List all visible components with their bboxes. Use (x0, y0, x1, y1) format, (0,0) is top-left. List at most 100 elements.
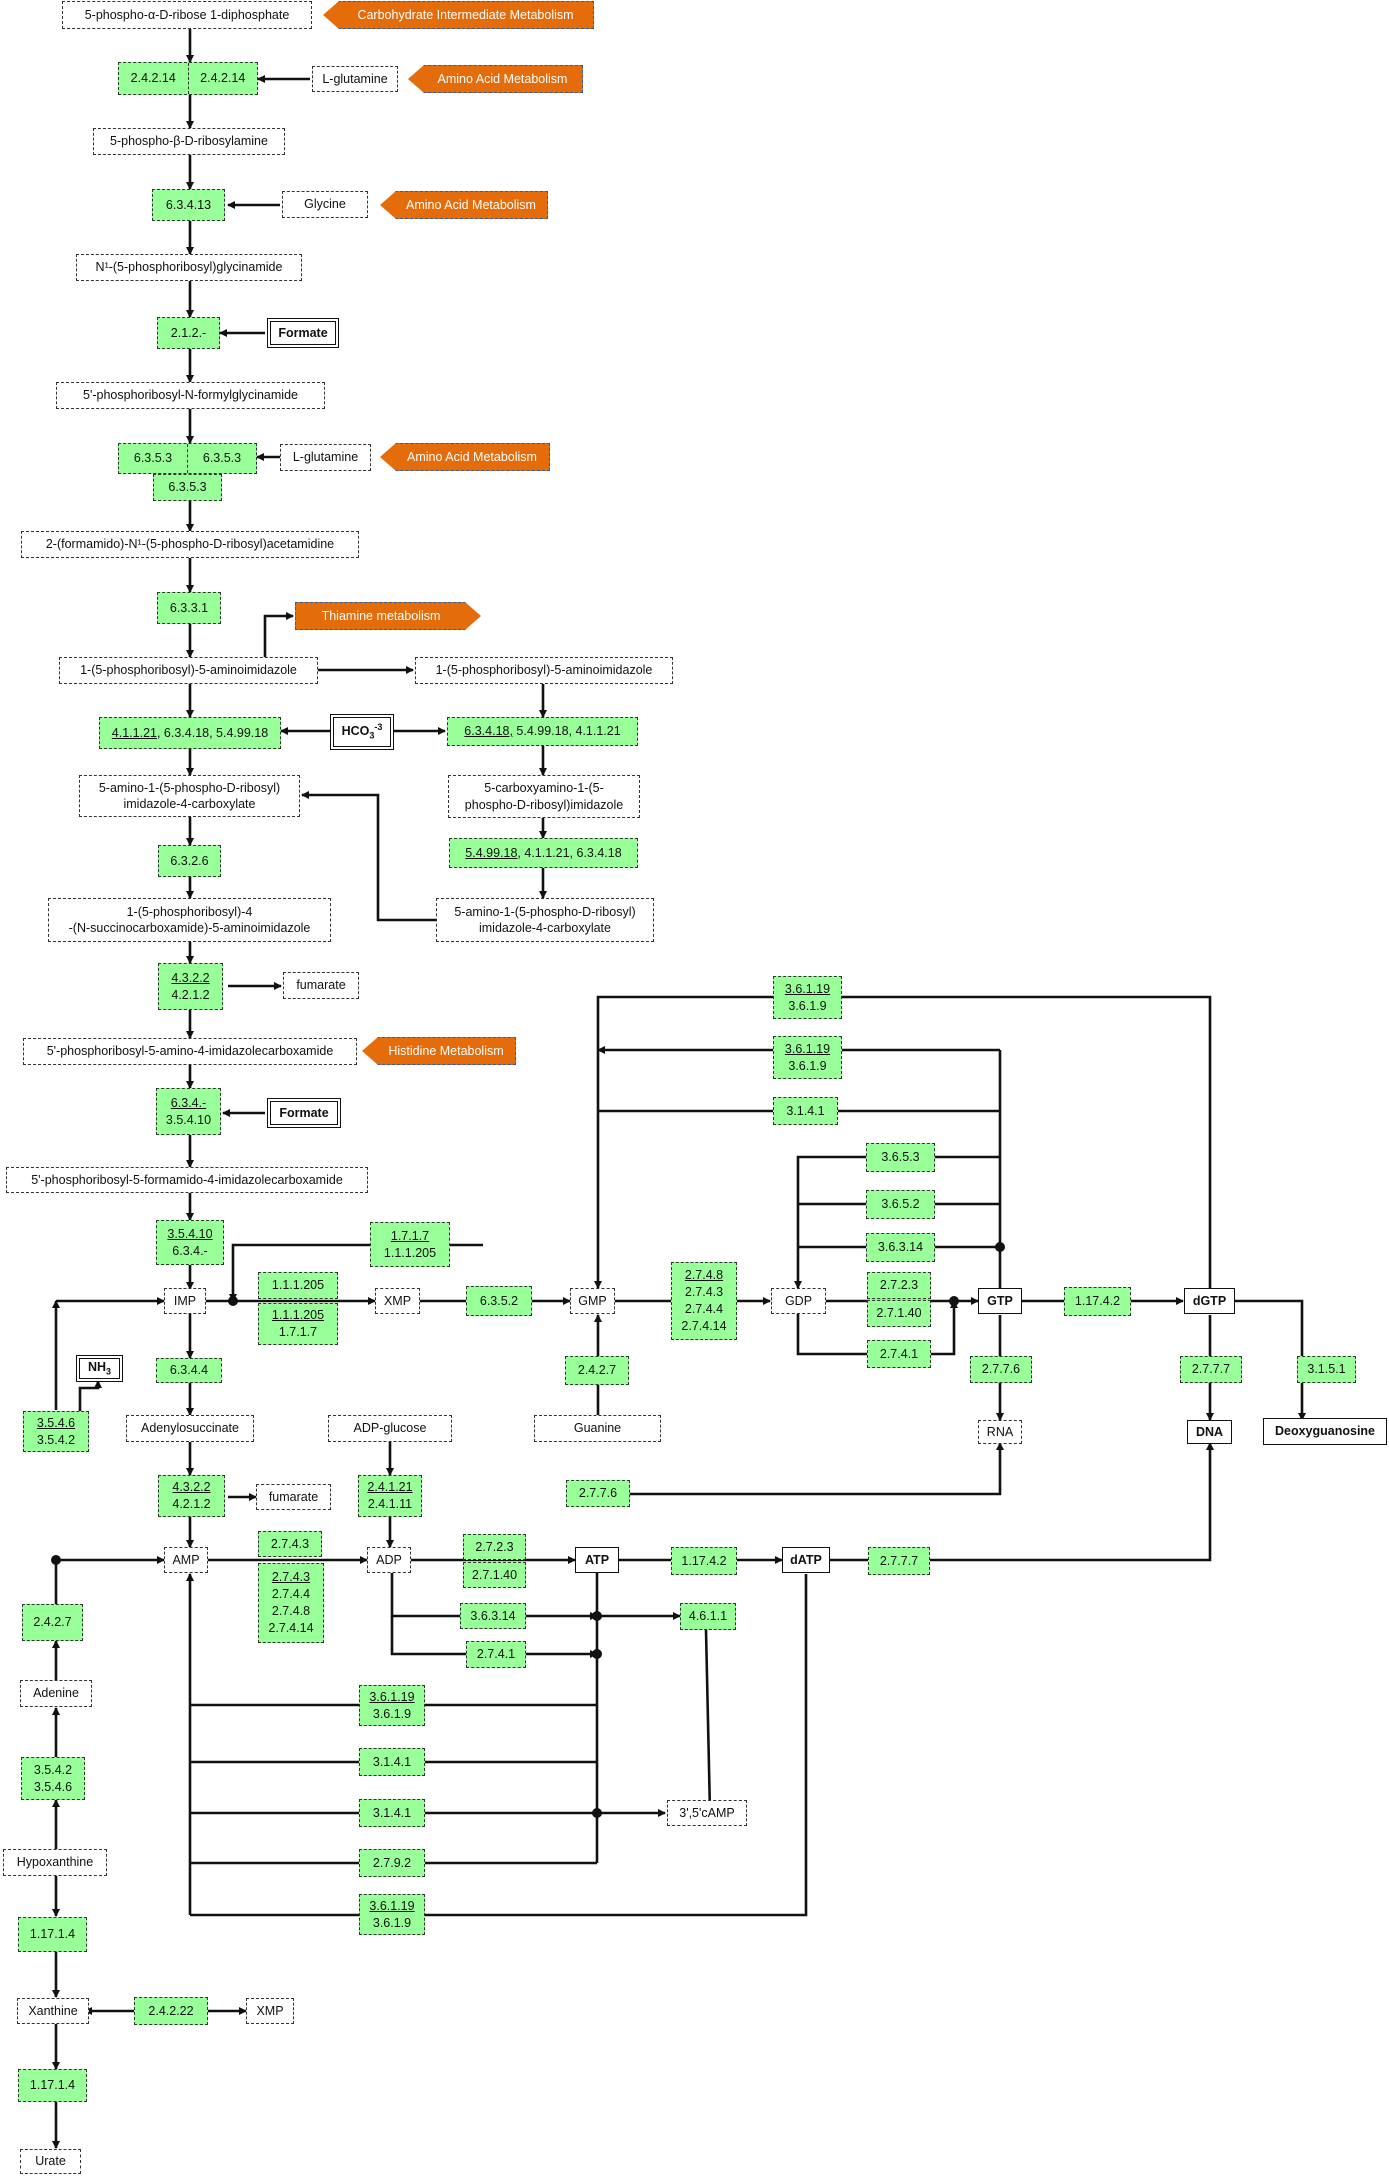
metabolite-aicar[interactable]: 5'-phosphoribosyl-5-amino-4-imidazolecar… (23, 1038, 357, 1065)
map-link-thiamine[interactable]: Thiamine metabolism (295, 602, 481, 630)
enzyme-2.7.7.6-b[interactable]: 2.7.7.6 (566, 1480, 630, 1507)
enzyme-2.7.4.1-a[interactable]: 2.7.4.1 (867, 1340, 931, 1368)
metabolite-hco3[interactable]: HCO3-3 (330, 714, 394, 750)
enzyme-6.3.3.1[interactable]: 6.3.3.1 (157, 592, 221, 624)
metabolite-l-glutamine-2[interactable]: L-glutamine (280, 444, 371, 471)
enzyme-3.6.3.14-a[interactable]: 3.6.3.14 (866, 1233, 935, 1262)
metabolite-dna[interactable]: DNA (1187, 1420, 1232, 1444)
metabolite-fumarate-1[interactable]: fumarate (283, 972, 359, 999)
metabolite-adp-glucose[interactable]: ADP-glucose (328, 1415, 452, 1442)
enzyme-3.6.5.2[interactable]: 3.6.5.2 (866, 1190, 935, 1219)
metabolite-imp[interactable]: IMP (164, 1288, 206, 1314)
enzyme-4.6.1.1[interactable]: 4.6.1.1 (680, 1603, 736, 1630)
metabolite-glycine[interactable]: Glycine (282, 191, 368, 218)
enzyme-6.3.5.2[interactable]: 6.3.5.2 (466, 1286, 532, 1316)
enzyme-carboxylase-right[interactable]: 6.3.4.18, 5.4.99.18, 4.1.1.21 (447, 717, 638, 746)
enzyme-6.3.5.3-c[interactable]: 6.3.5.3 (153, 474, 222, 501)
metabolite-gar[interactable]: N¹-(5-phosphoribosyl)glycinamide (76, 254, 302, 281)
metabolite-saicar[interactable]: 1-(5-phosphoribosyl)-4-(N-succinocarboxa… (48, 898, 331, 942)
metabolite-air-left[interactable]: 1-(5-phosphoribosyl)-5-aminoimidazole (59, 657, 318, 684)
enzyme-3.1.4.1-c[interactable]: 3.1.4.1 (359, 1799, 425, 1827)
enzyme-2.4.2.7-a[interactable]: 2.4.2.7 (565, 1356, 629, 1385)
enzyme-6.3.2.6[interactable]: 6.3.2.6 (158, 845, 221, 877)
metabolite-air-right[interactable]: 1-(5-phosphoribosyl)-5-aminoimidazole (415, 657, 673, 684)
metabolite-prpa[interactable]: 5-phospho-β-D-ribosylamine (93, 128, 285, 155)
map-link-carbohydrate[interactable]: Carbohydrate Intermediate Metabolism (323, 1, 594, 29)
enzyme-2.7.9.2[interactable]: 2.7.9.2 (359, 1849, 425, 1877)
metabolite-l-glutamine-1[interactable]: L-glutamine (312, 66, 398, 92)
metabolite-cair-right[interactable]: 5-amino-1-(5-phospho-D-ribosyl)imidazole… (436, 898, 654, 942)
metabolite-fumarate-2[interactable]: fumarate (256, 1484, 331, 1510)
enzyme-6.3.4.13[interactable]: 6.3.4.13 (152, 189, 225, 221)
enzyme-2.4.2.22[interactable]: 2.4.2.22 (134, 1997, 208, 2025)
metabolite-atp[interactable]: ATP (575, 1547, 619, 1573)
enzyme-2.7.1.40-b[interactable]: 2.7.1.40 (463, 1562, 526, 1588)
enzyme-1.17.4.2-a[interactable]: 1.17.4.2 (1064, 1287, 1131, 1316)
enzyme-2.7.2.3-a[interactable]: 2.7.2.3 (867, 1272, 931, 1299)
metabolite-faicar[interactable]: 5'-phosphoribosyl-5-formamido-4-imidazol… (6, 1167, 368, 1193)
map-link-amino-acid-3[interactable]: Amino Acid Metabolism (380, 443, 550, 471)
enzyme-2.4.2.7-b[interactable]: 2.4.2.7 (22, 1604, 83, 1641)
metabolite-amp[interactable]: AMP (164, 1547, 208, 1573)
metabolite-adp[interactable]: ADP (367, 1547, 411, 1573)
enzyme-2.7.4.3-a[interactable]: 2.7.4.3 (258, 1531, 322, 1557)
metabolite-guanine[interactable]: Guanine (534, 1415, 661, 1442)
metabolite-datp[interactable]: dATP (782, 1547, 830, 1573)
enzyme-1.1.1.205-b[interactable]: 1.1.1.205 (258, 1272, 338, 1299)
map-link-histidine[interactable]: Histidine Metabolism (362, 1037, 516, 1065)
enzyme-1.17.4.2-b[interactable]: 1.17.4.2 (671, 1547, 737, 1575)
metabolite-nh3[interactable]: NH3 (76, 1355, 123, 1382)
enzyme-2.7.7.7-b[interactable]: 2.7.7.7 (868, 1547, 930, 1575)
enzyme-mutase[interactable]: 5.4.99.18, 4.1.1.21, 6.3.4.18 (449, 838, 638, 868)
metabolite-deoxyguanosine[interactable]: Deoxyguanosine (1263, 1418, 1387, 1445)
metabolite-urate[interactable]: Urate (20, 2149, 81, 2174)
enzyme-2.7.7.6-a[interactable]: 2.7.7.6 (970, 1356, 1032, 1383)
enzyme-3.6.5.3[interactable]: 3.6.5.3 (866, 1143, 935, 1172)
metabolite-camp[interactable]: 3',5'cAMP (667, 1800, 747, 1826)
enzyme-1.17.1.4-a[interactable]: 1.17.1.4 (18, 1917, 87, 1952)
metabolite-ncair[interactable]: 5-carboxyamino-1-(5-phospho-D-ribosyl)im… (448, 775, 640, 818)
metabolite-rna[interactable]: RNA (978, 1420, 1022, 1444)
enzyme-3.1.4.1-b[interactable]: 3.1.4.1 (359, 1748, 425, 1776)
metabolite-hypoxanthine[interactable]: Hypoxanthine (3, 1849, 107, 1876)
metabolite-xmp-2[interactable]: XMP (246, 1998, 294, 2024)
map-link-amino-acid-1[interactable]: Amino Acid Metabolism (408, 65, 583, 93)
metabolite-fgam[interactable]: 2-(formamido)-N¹-(5-phospho-D-ribosyl)ac… (21, 531, 359, 558)
enzyme-2.7.4.1-b[interactable]: 2.7.4.1 (466, 1641, 526, 1668)
metabolite-formate-1[interactable]: Formate (267, 318, 339, 348)
enzyme-2.7.7.7-a[interactable]: 2.7.7.7 (1180, 1356, 1242, 1383)
metabolite-gdp[interactable]: GDP (771, 1288, 826, 1314)
metabolite-cair-left[interactable]: 5-amino-1-(5-phospho-D-ribosyl)imidazole… (79, 775, 300, 817)
enzyme-6.3.4.4[interactable]: 6.3.4.4 (156, 1358, 222, 1383)
metabolite-dgtp[interactable]: dGTP (1184, 1288, 1235, 1314)
enzyme-3.6.3.14-b[interactable]: 3.6.3.14 (460, 1603, 526, 1629)
enzyme-2.7.1.40-a[interactable]: 2.7.1.40 (867, 1300, 931, 1327)
metabolite-formate-2[interactable]: Formate (267, 1098, 341, 1128)
enzyme-3.1.4.1-a[interactable]: 3.1.4.1 (773, 1097, 838, 1125)
metabolite-xanthine[interactable]: Xanthine (17, 1998, 89, 2024)
metabolite-gtp[interactable]: GTP (978, 1288, 1022, 1314)
enzyme-2.1.2[interactable]: 2.1.2.- (157, 317, 220, 349)
metabolite-xmp[interactable]: XMP (375, 1288, 420, 1314)
map-link-amino-acid-2[interactable]: Amino Acid Metabolism (380, 191, 548, 219)
enzyme-3.1.5.1[interactable]: 3.1.5.1 (1297, 1356, 1356, 1383)
metabolite-prpp[interactable]: 5-phospho-α-D-ribose 1-diphosphate (62, 1, 312, 29)
metabolite-gmp[interactable]: GMP (570, 1288, 615, 1314)
enzyme-2.7.2.3-b[interactable]: 2.7.2.3 (463, 1534, 526, 1560)
